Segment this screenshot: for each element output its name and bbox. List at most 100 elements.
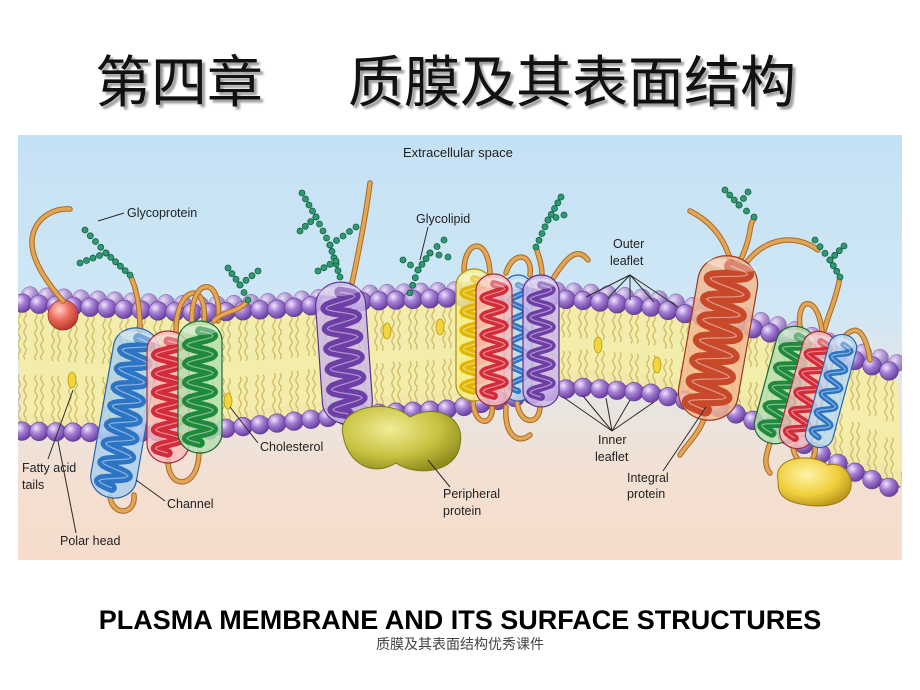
sugar-residue	[316, 220, 323, 228]
fatty-acid-tail	[754, 336, 758, 368]
fatty-acid-tail	[448, 358, 452, 402]
lipid-polar-head	[862, 470, 882, 490]
label-extracellular-space: Extracellular space	[403, 145, 513, 160]
slide-title: 质膜及其表面结构	[348, 51, 796, 116]
sugar-residue	[816, 243, 824, 251]
fatty-acid-tail	[238, 376, 242, 419]
lipid-polar-head	[879, 361, 899, 381]
english-heading: PLASMA MEMBRANE AND ITS SURFACE STRUCTUR…	[98, 605, 822, 635]
sugar-residue	[224, 264, 232, 272]
sugar-residue	[730, 196, 738, 204]
sugar-residue	[407, 261, 414, 269]
fatty-acid-tail	[561, 350, 565, 382]
sugar-residue	[750, 213, 758, 221]
sugar-residue	[334, 267, 342, 275]
alpha-helix-highlight	[462, 278, 486, 392]
lipid-polar-head	[420, 289, 440, 309]
sugar-residue	[92, 238, 99, 245]
fatty-acid-tail	[646, 354, 650, 386]
fatty-acid-tail	[57, 375, 61, 425]
fatty-acid-tail	[612, 351, 616, 383]
lipid-polar-head	[437, 288, 457, 308]
fatty-acid-tail	[856, 368, 860, 411]
cholesterol-molecule	[382, 322, 392, 340]
fatty-acid-tail	[663, 358, 667, 390]
sugar-residue	[735, 201, 743, 209]
fatty-acid-tail	[397, 361, 401, 405]
polypeptide-loop	[822, 275, 842, 333]
lipid-polar-head	[97, 298, 117, 318]
fatty-acid-tail	[567, 307, 571, 338]
fatty-acid-tail	[748, 336, 752, 368]
sugar-residue	[826, 256, 834, 264]
alpha-helix-highlight	[98, 337, 152, 489]
sugar-residue	[117, 262, 124, 270]
cholesterol-molecule	[652, 356, 662, 374]
lipid-polar-head	[624, 382, 644, 402]
sugar-residue	[236, 281, 244, 289]
alpha-helix-highlight	[154, 340, 182, 454]
label-cholesterol: Cholesterol	[260, 440, 323, 454]
fatty-acid-tail	[612, 311, 616, 343]
polypeptide-loop	[108, 493, 136, 513]
fatty-acid-tail	[414, 360, 418, 404]
sugar-residue	[352, 223, 360, 231]
diagram-labels: Extracellular space Glycoprotein Glycoli…	[22, 145, 669, 548]
polypeptide-loop	[797, 301, 824, 333]
sugar-residue	[296, 227, 304, 235]
fatty-acid-tail	[85, 314, 89, 364]
cholesterol-molecule	[67, 371, 77, 389]
fatty-acid-tail	[85, 376, 89, 425]
fatty-acid-tail	[595, 309, 599, 341]
integral-protein-red-b	[475, 273, 513, 407]
leader-line-outer-leaflet	[607, 274, 631, 299]
lipid-polar-head	[267, 413, 287, 433]
label-inner-leaflet-line1: Inner	[598, 433, 627, 447]
sugar-residue	[248, 272, 256, 280]
fatty-acid-tail	[425, 359, 429, 403]
label-outer-leaflet-line1: Outer	[613, 237, 644, 251]
sugar-residue	[328, 248, 336, 255]
sugar-residue	[836, 273, 844, 281]
sugar-residue	[333, 237, 340, 244]
fatty-acid-tail	[448, 305, 452, 349]
fatty-acid-tail	[884, 436, 888, 480]
peripheral-protein	[341, 406, 462, 472]
sugar-residue	[557, 193, 565, 201]
polypeptide-loop	[504, 405, 532, 441]
polypeptide-loop	[504, 255, 532, 277]
label-peripheral-protein: Peripheral protein	[443, 487, 503, 518]
lipid-polar-head	[573, 290, 593, 311]
label-channel: Channel	[167, 497, 214, 511]
lipid-polar-head	[658, 300, 678, 320]
protein-highlight	[480, 278, 508, 288]
sugar-residue	[346, 228, 353, 235]
alpha-helix-highlight	[185, 330, 215, 444]
cholesterol-molecules	[67, 318, 662, 410]
label-glycoprotein: Glycoprotein	[127, 206, 197, 220]
fatty-acid-tail	[680, 321, 684, 353]
label-integral-protein-line2: protein	[627, 487, 665, 501]
sugar-residue	[406, 289, 414, 297]
leader-line-outer-leaflet	[629, 274, 679, 308]
polypeptide-loop	[738, 217, 756, 263]
fatty-acid-tail	[584, 308, 588, 339]
alpha-helix	[808, 341, 854, 441]
fatty-acid-tail	[431, 359, 435, 403]
fatty-acid-tail	[601, 309, 605, 341]
sugar-residue	[254, 267, 262, 275]
sugar-residue	[76, 259, 84, 267]
peripheral-protein	[777, 457, 852, 507]
fatty-acid-tail	[244, 318, 248, 362]
fatty-acid-tail	[380, 362, 384, 406]
sugar-residue	[547, 210, 555, 218]
sugar-residue	[107, 254, 115, 261]
polypeptide-loop	[678, 417, 706, 457]
fatty-acid-tail	[238, 318, 242, 362]
fatty-acid-tail	[567, 350, 571, 382]
sugar-residue	[740, 195, 747, 202]
leader-line-glycoprotein	[97, 212, 125, 222]
fatty-acid-tail	[227, 319, 231, 363]
polypeptide-loops	[29, 180, 873, 514]
sugar-residue	[244, 296, 252, 304]
